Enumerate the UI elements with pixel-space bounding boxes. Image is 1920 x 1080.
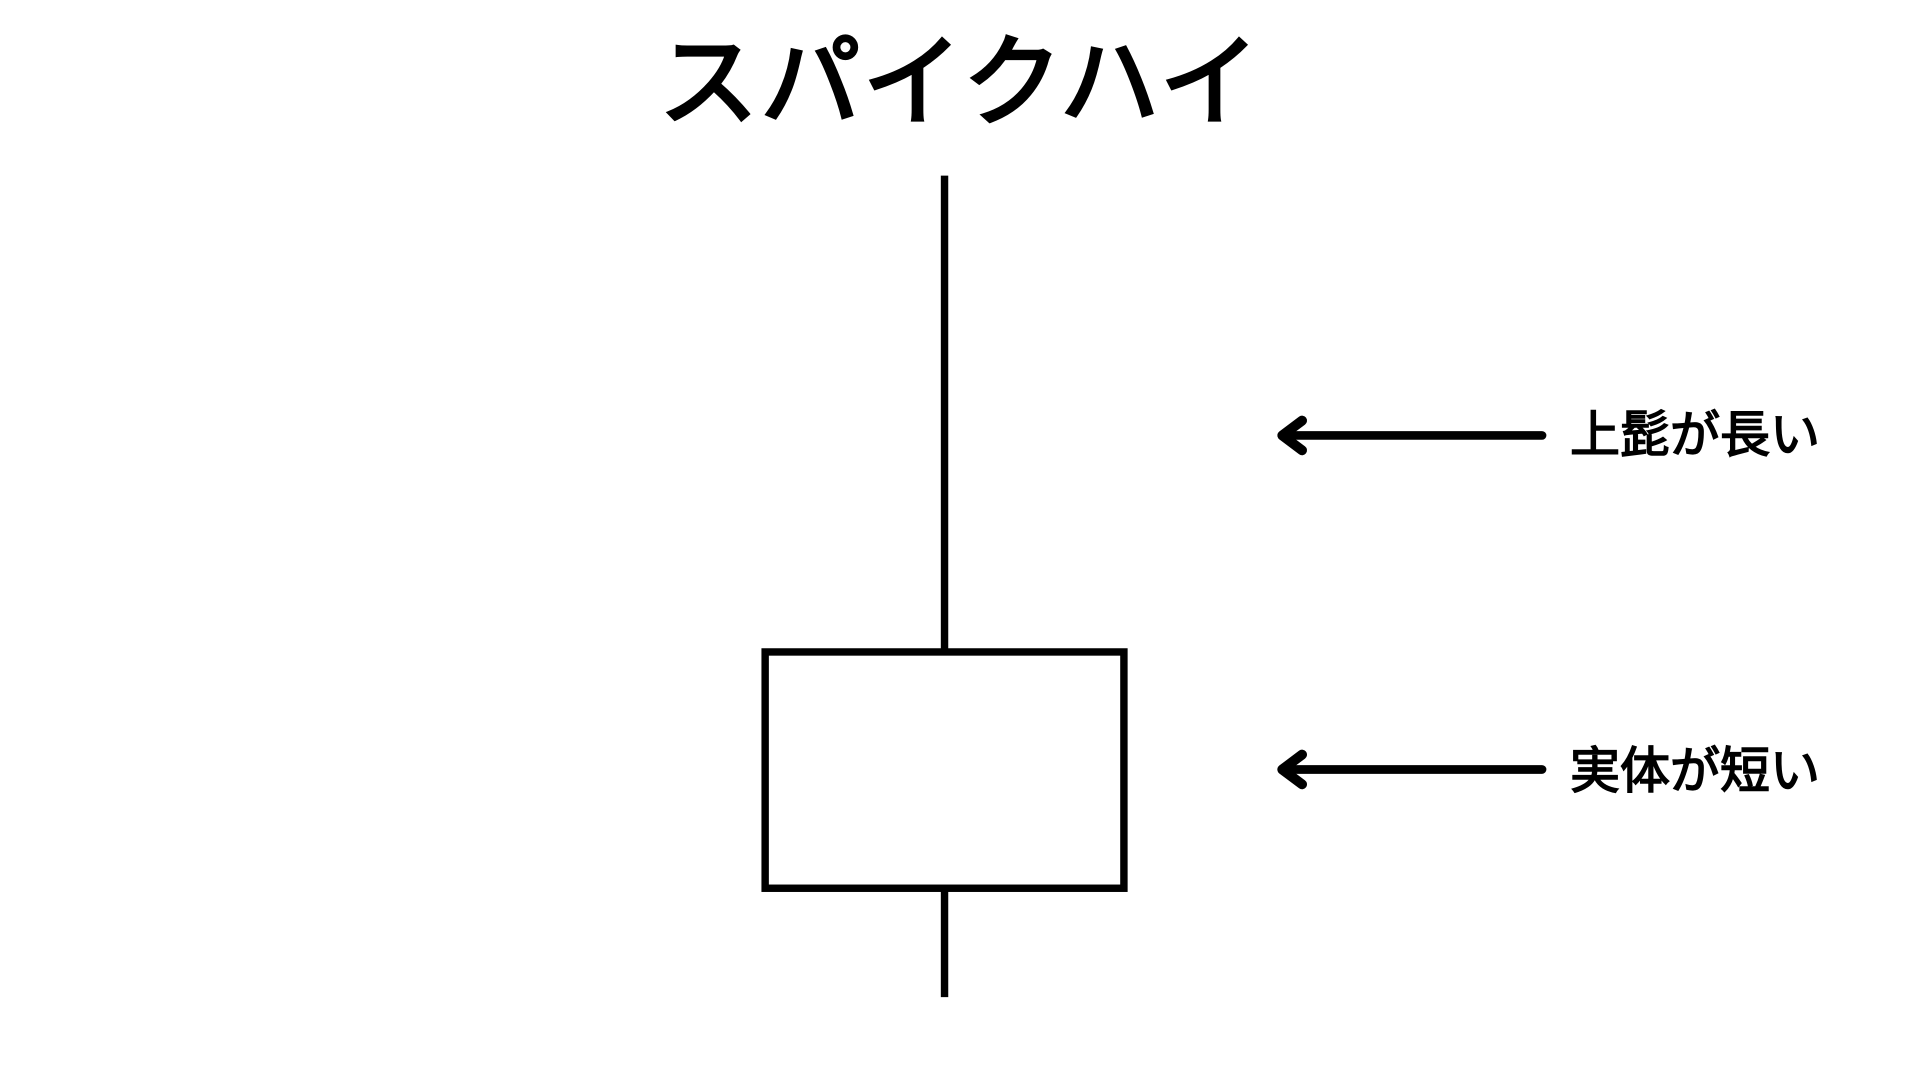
- diagram-title: スパイクハイ: [658, 24, 1262, 141]
- arrow-body-icon: [1277, 749, 1547, 790]
- body-label: 実体が短い: [1570, 742, 1820, 800]
- candle-body: [761, 648, 1128, 892]
- upper-wick-label: 上髭が長い: [1570, 406, 1820, 464]
- arrow-upper-wick-icon: [1277, 415, 1547, 456]
